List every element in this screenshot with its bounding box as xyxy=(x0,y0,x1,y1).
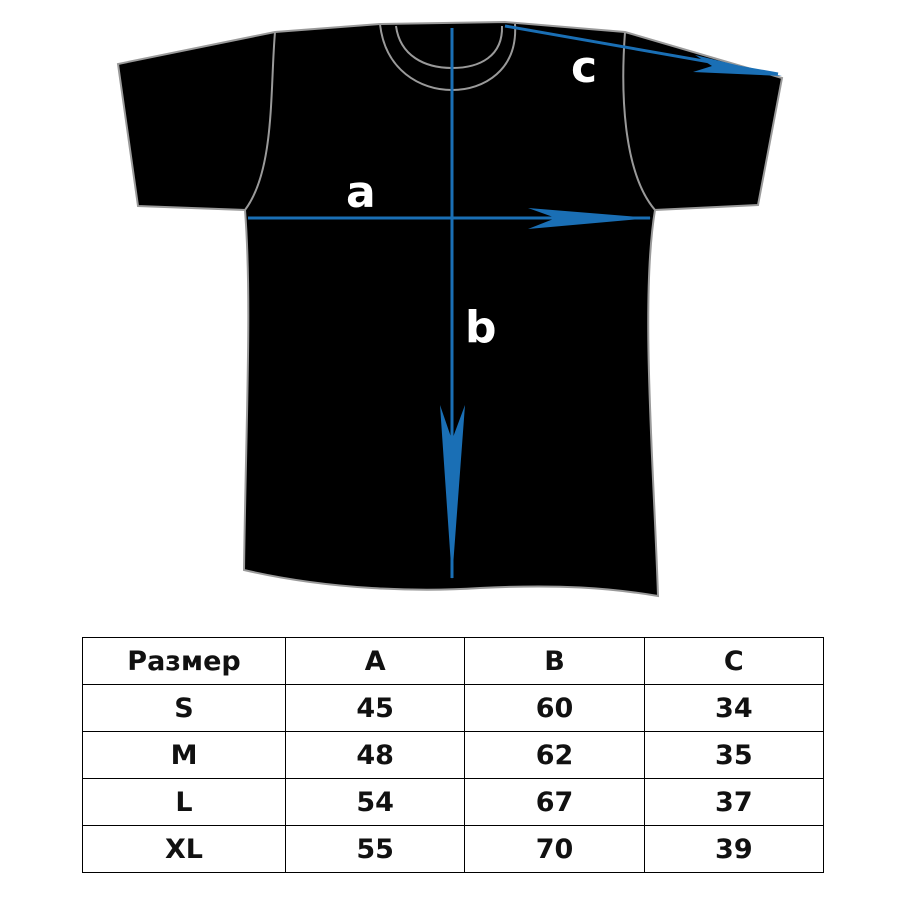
table-header-row: Размер A B C xyxy=(82,637,825,685)
tshirt-measurement-diagram: a b c xyxy=(116,20,784,598)
cell-b: 70 xyxy=(464,825,645,873)
cell-size: S xyxy=(82,684,286,732)
header-c: C xyxy=(643,637,825,685)
cell-a: 48 xyxy=(284,731,466,779)
tshirt-silhouette xyxy=(116,20,784,598)
cell-c: 35 xyxy=(643,731,825,779)
header-b: B xyxy=(464,637,645,685)
header-a: A xyxy=(284,637,466,685)
table-row: M 48 62 35 xyxy=(82,731,825,779)
table-row: L 54 67 37 xyxy=(82,778,825,826)
size-chart-table: Размер A B C S 45 60 34 M 48 62 35 L 54 … xyxy=(82,637,825,873)
measure-arrow-b-head xyxy=(440,405,465,580)
measure-label-c: c xyxy=(571,42,597,93)
cell-size: M xyxy=(82,731,286,779)
cell-size: XL xyxy=(82,825,286,873)
cell-size: L xyxy=(82,778,286,826)
cell-c: 34 xyxy=(643,684,825,732)
table-row: S 45 60 34 xyxy=(82,684,825,732)
measure-arrow-a-head xyxy=(528,208,652,229)
cell-a: 54 xyxy=(284,778,466,826)
right-sleeve-seam xyxy=(622,31,656,211)
measure-arrow-c-head xyxy=(693,55,782,76)
cell-c: 39 xyxy=(643,825,825,873)
cell-b: 62 xyxy=(464,731,645,779)
cell-a: 45 xyxy=(284,684,466,732)
measure-label-b: b xyxy=(465,302,497,353)
cell-a: 55 xyxy=(284,825,466,873)
cell-b: 67 xyxy=(464,778,645,826)
table-row: XL 55 70 39 xyxy=(82,825,825,873)
header-size: Размер xyxy=(82,637,286,685)
measure-label-a: a xyxy=(346,167,376,218)
cell-b: 60 xyxy=(464,684,645,732)
left-sleeve-seam xyxy=(244,31,276,211)
cell-c: 37 xyxy=(643,778,825,826)
